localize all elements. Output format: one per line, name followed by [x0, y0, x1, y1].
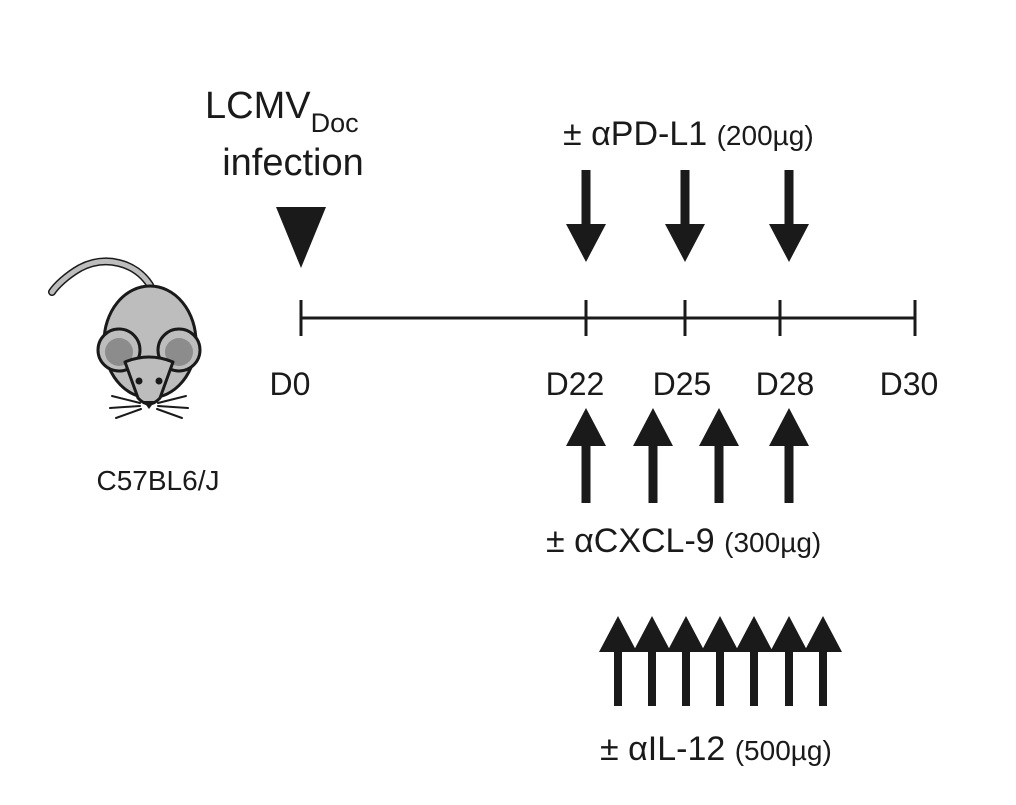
up-arrow — [769, 408, 809, 503]
up-arrow — [599, 616, 637, 706]
infection-triangle-marker — [276, 207, 326, 268]
infection-label-sub: Doc — [311, 108, 359, 138]
cxcl9-label: ± αCXCL-9 (300µg) — [546, 522, 821, 560]
pdl1-label: ± αPD-L1 (200µg) — [563, 115, 814, 153]
down-arrow — [769, 170, 809, 262]
cxcl9-arrows — [566, 408, 809, 503]
infection-label-main: LCMV — [205, 85, 311, 127]
up-arrow — [770, 616, 808, 706]
il12-label: ± αIL-12 (500µg) — [600, 730, 832, 768]
down-arrow — [665, 170, 705, 262]
up-arrow — [633, 408, 673, 503]
up-arrow — [701, 616, 739, 706]
timeline-ticks — [299, 300, 917, 336]
day-label: D28 — [756, 366, 815, 402]
up-arrow — [633, 616, 671, 706]
up-arrow — [804, 616, 842, 706]
down-arrow — [566, 170, 606, 262]
up-arrow — [667, 616, 705, 706]
timeline-day-labels: D0 D22 D25 D28 D30 — [270, 366, 939, 402]
mouse-strain-label: C57BL6/J — [97, 465, 220, 496]
mouse-icon — [48, 257, 202, 419]
up-arrow — [566, 408, 606, 503]
il12-arrows — [599, 616, 842, 706]
day-label: D0 — [270, 366, 311, 402]
pdl1-arrows — [566, 170, 809, 262]
day-label: D30 — [880, 366, 939, 402]
up-arrow — [699, 408, 739, 503]
up-arrow — [735, 616, 773, 706]
infection-label-line2: infection — [222, 142, 364, 184]
day-label: D22 — [546, 366, 605, 402]
infection-label: LCMVDoc — [205, 85, 359, 138]
day-label: D25 — [653, 366, 712, 402]
